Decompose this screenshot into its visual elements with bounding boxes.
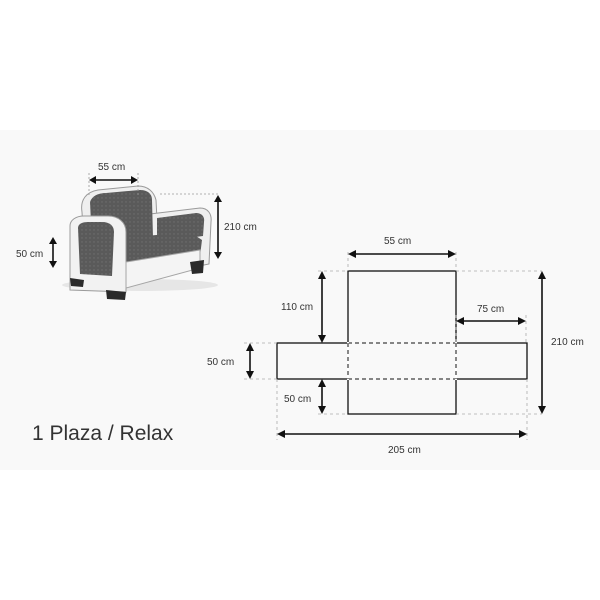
pattern-seat-front-label: 50 cm: [284, 394, 311, 405]
sofa-arm-height-label: 50 cm: [16, 249, 43, 260]
sofa-total-length-label: 210 cm: [224, 222, 257, 233]
background-panel: [0, 130, 600, 470]
product-title: 1 Plaza / Relax: [32, 422, 174, 445]
pattern-total-height-label: 210 cm: [551, 337, 584, 348]
pattern-back-height-label: 110 cm: [281, 302, 313, 313]
pattern-top-width-label: 55 cm: [384, 236, 411, 247]
pattern-arm-width-label: 75 cm: [477, 304, 504, 315]
pattern-total-width-label: 205 cm: [388, 445, 421, 456]
cover-left-arm: [78, 222, 114, 276]
cover-pattern: [276, 270, 528, 415]
sofa-seat-width-label: 55 cm: [98, 162, 125, 173]
armchair-illustration: [62, 185, 218, 300]
pattern-arm-height-label: 50 cm: [207, 357, 234, 368]
